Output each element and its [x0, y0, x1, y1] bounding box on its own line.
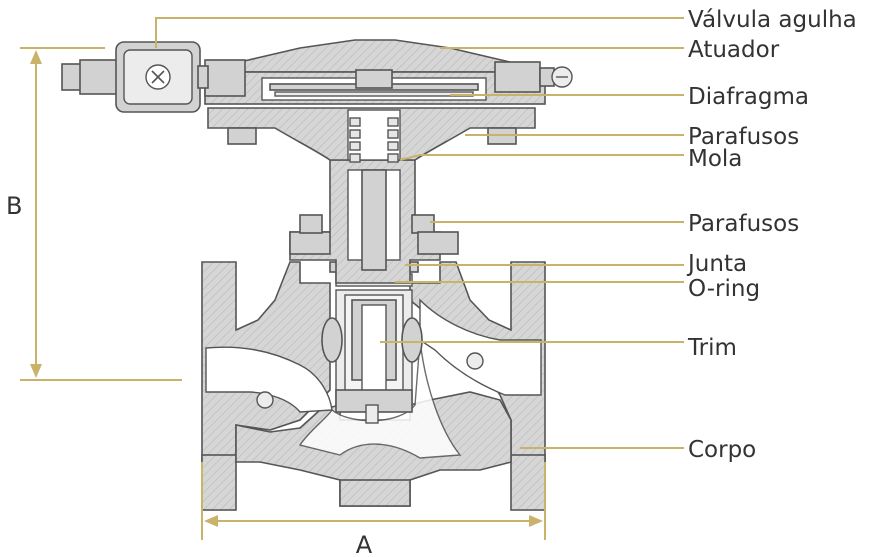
right-flange-lower — [510, 454, 546, 511]
body-hole-right — [466, 352, 484, 370]
trim-assembly — [321, 261, 423, 424]
bonnet-bolt-left — [289, 231, 331, 255]
label-bolts-top: Parafusos — [688, 124, 799, 150]
outlet-passage — [298, 339, 462, 459]
label-bolts-bonnet: Parafusos — [688, 211, 799, 237]
actuator-assembly — [204, 39, 573, 163]
diaphragm-membrane — [274, 91, 474, 97]
stem-upper — [361, 169, 387, 271]
left-flange-lower — [201, 454, 237, 511]
label-trim: Trim — [687, 335, 737, 361]
needle-valve-tip — [61, 63, 83, 91]
leader-lines — [155, 17, 684, 449]
label-diaphragm: Diafragma — [688, 84, 809, 110]
leader-spring — [399, 154, 684, 161]
dimension-b — [20, 47, 182, 381]
bonnet-nut-left — [299, 214, 323, 234]
dimension-a — [201, 462, 546, 540]
label-actuator: Atuador — [688, 37, 780, 63]
body-bottom — [235, 391, 512, 507]
dimension-a-label: A — [356, 531, 373, 557]
actuator-right-port — [494, 61, 541, 93]
actuator-bolt-left — [227, 127, 257, 145]
label-body: Corpo — [688, 437, 756, 463]
actuator-stem-nut — [355, 69, 393, 89]
needle-valve-connector — [197, 65, 209, 89]
plug-tip — [365, 404, 379, 424]
actuator-upper-housing — [239, 39, 511, 73]
spring-coils — [349, 117, 399, 163]
bonnet-nut-right — [411, 214, 435, 234]
needle-valve-stem — [79, 59, 121, 95]
body-base — [339, 479, 411, 507]
needle-valve-cross — [151, 70, 165, 84]
cage-window-left — [321, 317, 343, 363]
bonnet — [289, 159, 459, 284]
label-needle-valve: Válvula agulha — [688, 7, 857, 33]
leader-needle-valve — [155, 17, 684, 48]
label-spring: Mola — [688, 146, 742, 172]
stem-lower — [361, 304, 387, 396]
dimension-b-label: B — [6, 192, 22, 220]
label-gasket: Junta — [686, 251, 747, 277]
cage-window-right — [401, 317, 423, 363]
flow-passage-right — [419, 298, 542, 396]
label-oring: O-ring — [688, 276, 760, 302]
needle-valve — [61, 41, 209, 113]
bonnet-bolt-right — [417, 231, 459, 255]
actuator-left-port — [204, 59, 246, 97]
body-hole-left — [256, 391, 274, 409]
